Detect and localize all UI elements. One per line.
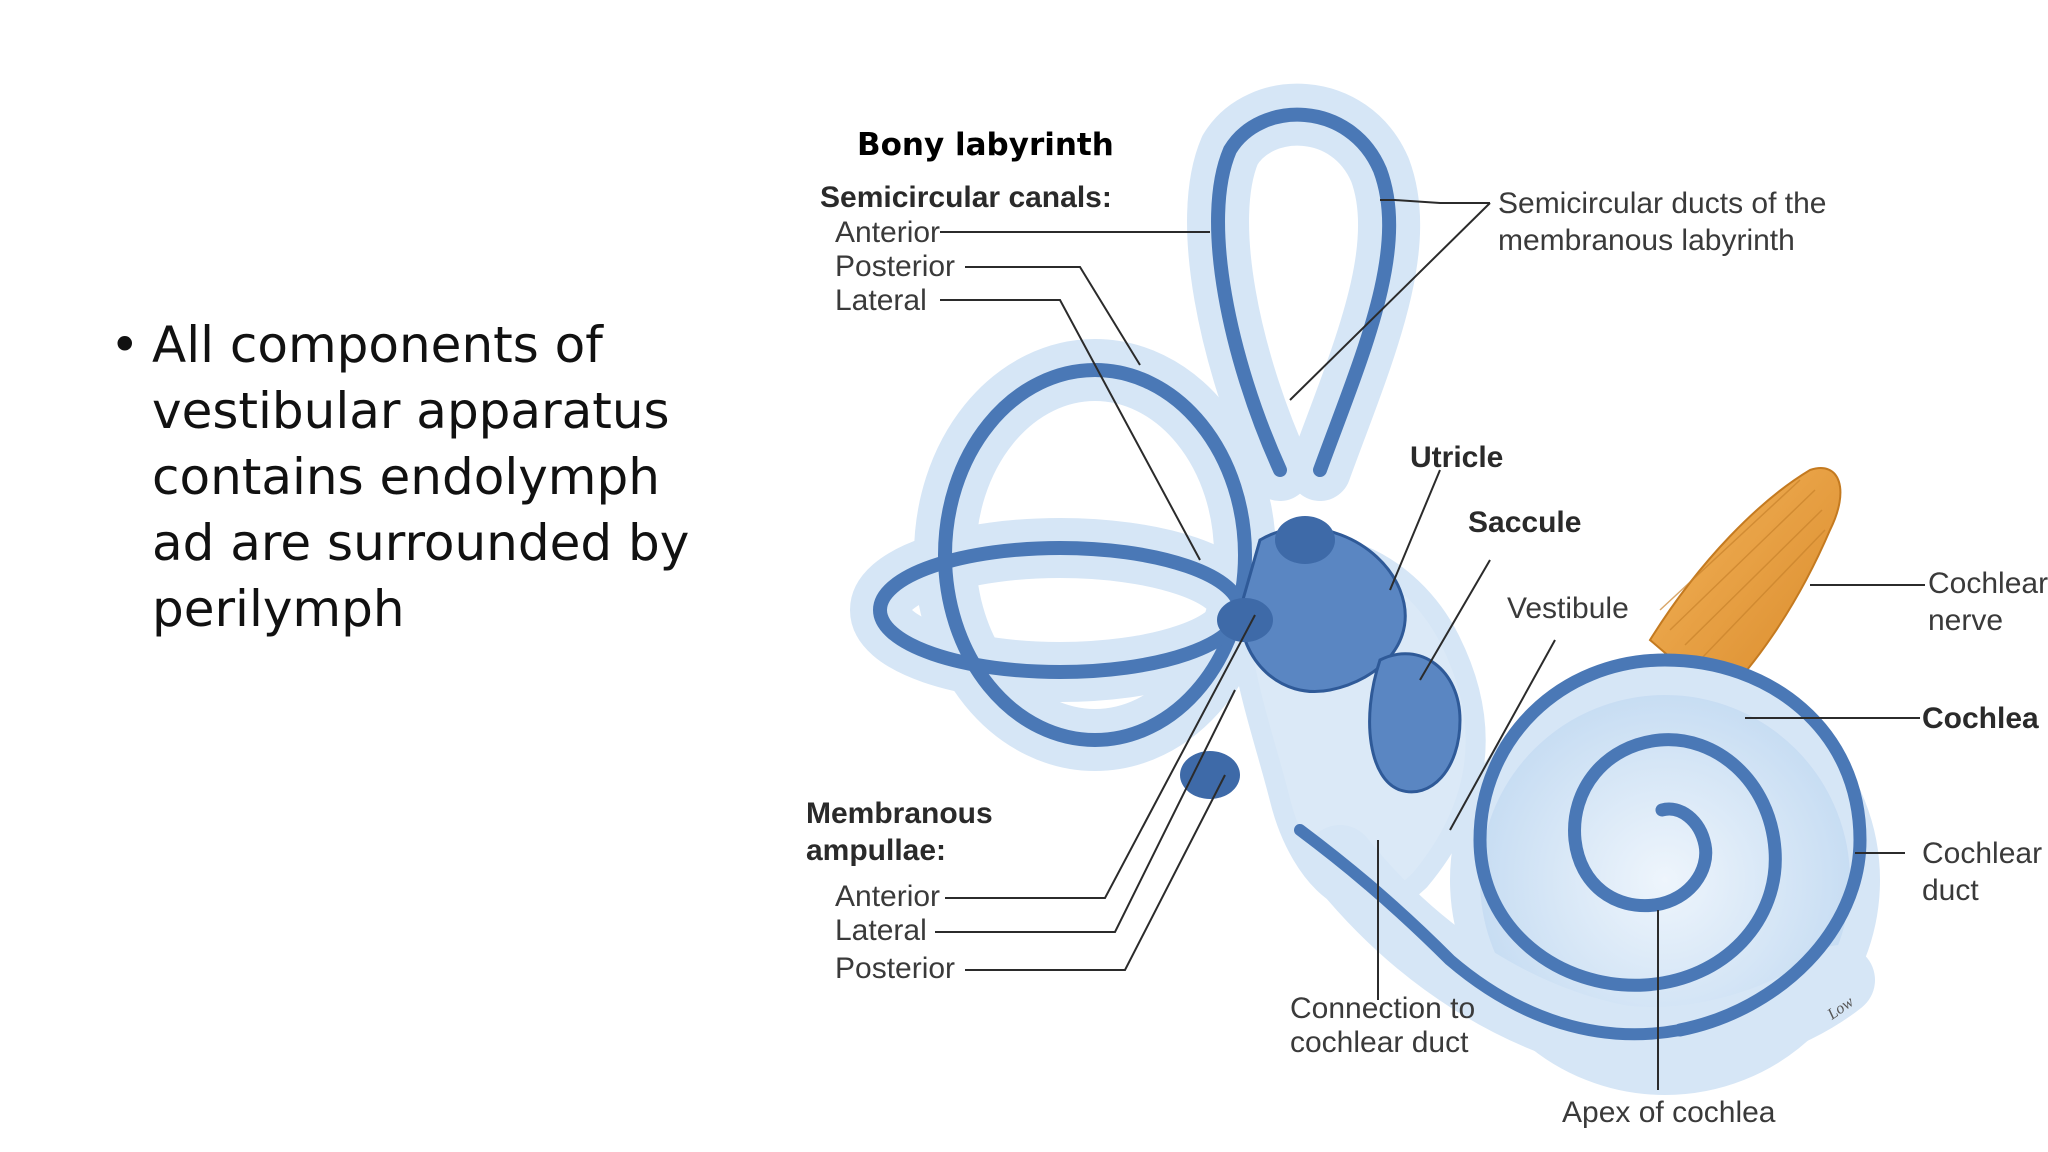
ampullae-anterior-label: Anterior xyxy=(835,880,940,913)
vestibule-label: Vestibule xyxy=(1507,592,1629,625)
leader-lines xyxy=(935,199,1925,1090)
bullet-line-2: vestibular apparatus xyxy=(152,382,670,440)
semicircular-ducts-label-line-1: Semicircular ducts of the xyxy=(1498,187,1826,220)
semicircular-posterior-label: Posterior xyxy=(835,250,955,283)
ampullae-posterior-label: Posterior xyxy=(835,952,955,985)
bony-labyrinth-label: Bony labyrinth xyxy=(857,127,1114,163)
bullet-line-5: perilymph xyxy=(152,580,405,638)
apex-of-cochlea-label: Apex of cochlea xyxy=(1562,1096,1776,1129)
bullet-line-1: All components of xyxy=(152,316,603,374)
connection-label-line-1: Connection to xyxy=(1290,992,1475,1025)
semicircular-lateral-label: Lateral xyxy=(835,284,927,317)
semicircular-anterior-label: Anterior xyxy=(835,216,940,249)
semicircular-ducts-label-line-2: membranous labyrinth xyxy=(1498,224,1795,257)
saccule-label: Saccule xyxy=(1468,506,1581,539)
membranous-labyrinth-shape xyxy=(873,107,1867,1041)
cochlear-nerve-label-line-2: nerve xyxy=(1928,604,2003,637)
bullet-line-3: contains endolymph xyxy=(152,448,660,506)
cochlear-duct-label-line-2: duct xyxy=(1922,874,1979,907)
cochlear-nerve-label-line-1: Cochlear xyxy=(1928,567,2048,600)
semicircular-canals-heading: Semicircular canals: xyxy=(820,181,1112,214)
diagram-labels: Bony labyrinth Semicircular canals: Ante… xyxy=(806,127,2048,1129)
ampullae-lateral-label: Lateral xyxy=(835,914,927,947)
bullet-point: • All components of vestibular apparatus… xyxy=(110,312,772,642)
cochlea-label: Cochlea xyxy=(1922,702,2039,735)
membranous-ampullae-heading-line-2: ampullae: xyxy=(806,834,946,867)
utricle-label: Utricle xyxy=(1410,441,1503,474)
connection-label-line-2: cochlear duct xyxy=(1290,1026,1469,1059)
membranous-ampullae-heading-line-1: Membranous xyxy=(806,797,993,830)
bullet-line-4: ad are surrounded by xyxy=(152,514,690,572)
bullet-marker: • xyxy=(110,316,140,374)
cochlear-duct-label-line-1: Cochlear xyxy=(1922,837,2042,870)
